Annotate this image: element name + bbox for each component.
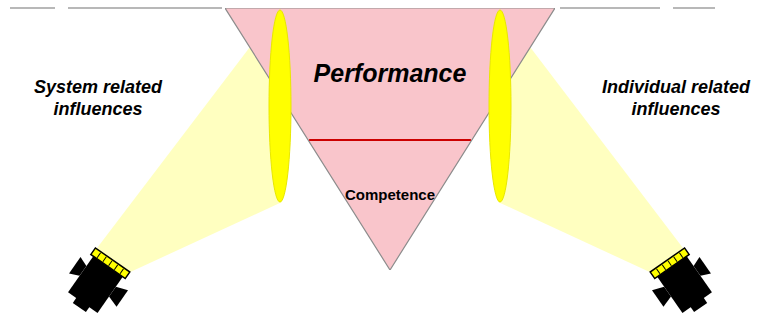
light-spot <box>489 10 511 202</box>
band-heading: Performance <box>225 58 555 88</box>
spotlight <box>643 244 724 322</box>
band-label: Competence <box>225 186 555 204</box>
spotlight <box>56 244 137 322</box>
light-spot <box>269 10 291 202</box>
influence-label: Individual related influences <box>582 76 770 120</box>
influence-label: System related influences <box>6 76 190 120</box>
triangle-outline <box>225 8 555 270</box>
divider-line <box>309 139 471 141</box>
